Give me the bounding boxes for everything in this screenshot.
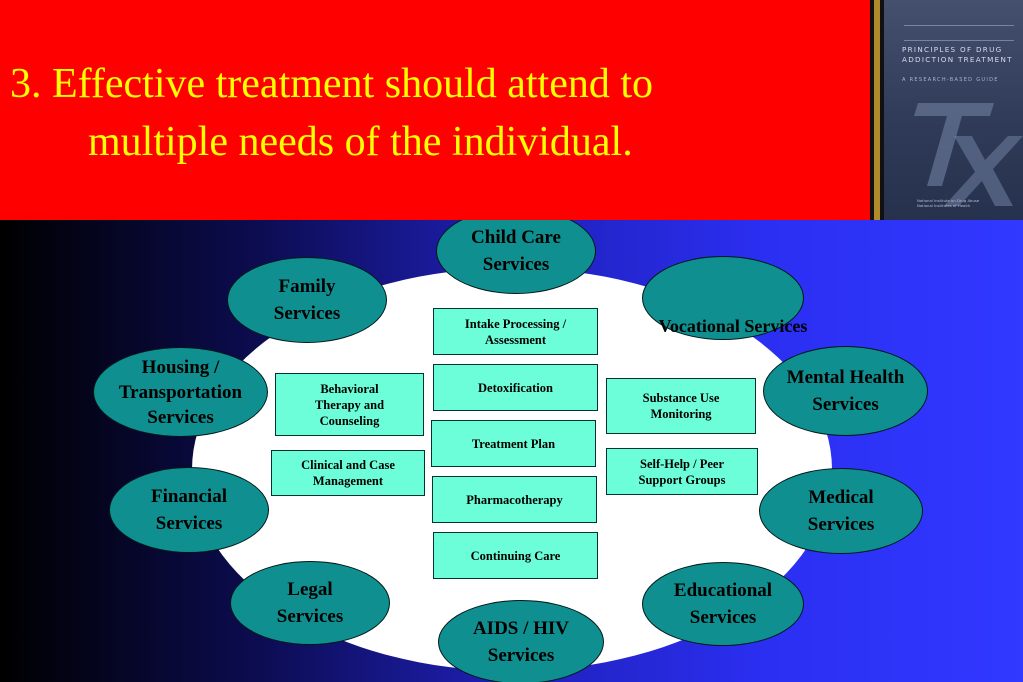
component-treatment-plan: Treatment Plan — [431, 420, 596, 467]
component-self-help-groups: Self-Help / Peer Support Groups — [606, 448, 758, 495]
cover-rule-top — [904, 25, 1014, 26]
component-continuing-care: Continuing Care — [433, 532, 598, 579]
component-detoxification: Detoxification — [433, 364, 598, 411]
service-legal: Legal Services — [230, 561, 390, 645]
service-vocational-label: Vocational Services — [658, 316, 808, 336]
component-substance-use-monitoring: Substance Use Monitoring — [606, 378, 756, 434]
book-cover-subtitle: A Research-Based Guide — [902, 77, 999, 83]
slide-title-line-2: multiple needs of the individual. — [88, 119, 633, 165]
slide-title-line-1: 3. Effective treatment should attend to — [10, 61, 654, 107]
book-cover-art: Principles of Drug Addiction Treatment A… — [884, 0, 1023, 220]
service-medical: Medical Services — [759, 468, 923, 554]
service-aids-hiv: AIDS / HIV Services — [438, 600, 604, 682]
book-cover-image: Principles of Drug Addiction Treatment A… — [870, 0, 1023, 220]
service-housing-transportation: Housing / Transportation Services — [93, 347, 268, 437]
service-child-care: Child Care Services — [436, 220, 596, 294]
services-diagram: Child Care Services Family Services Voca… — [0, 220, 1023, 682]
book-spine-rule — [874, 0, 880, 220]
component-intake-assessment: Intake Processing / Assessment — [433, 308, 598, 355]
component-pharmacotherapy: Pharmacotherapy — [432, 476, 597, 523]
book-cover-title: Principles of Drug Addiction Treatment — [902, 45, 1013, 64]
book-cover-footer: National Institute on Drug Abuse Nationa… — [917, 198, 980, 208]
component-behavioral-therapy: Behavioral Therapy and Counseling — [275, 373, 424, 436]
component-clinical-case-management: Clinical and Case Management — [271, 450, 425, 496]
service-vocational: Vocational Services — [642, 256, 807, 340]
service-educational: Educational Services — [642, 562, 804, 646]
tx-logo-icon — [914, 103, 1023, 206]
service-financial: Financial Services — [109, 467, 269, 553]
cover-rule-middle — [904, 40, 1014, 41]
service-family: Family Services — [227, 257, 387, 343]
slide-title: 3. Effective treatment should attend to … — [0, 58, 870, 178]
slide-header: 3. Effective treatment should attend to … — [0, 0, 870, 220]
service-mental-health: Mental Health Services — [763, 346, 928, 436]
